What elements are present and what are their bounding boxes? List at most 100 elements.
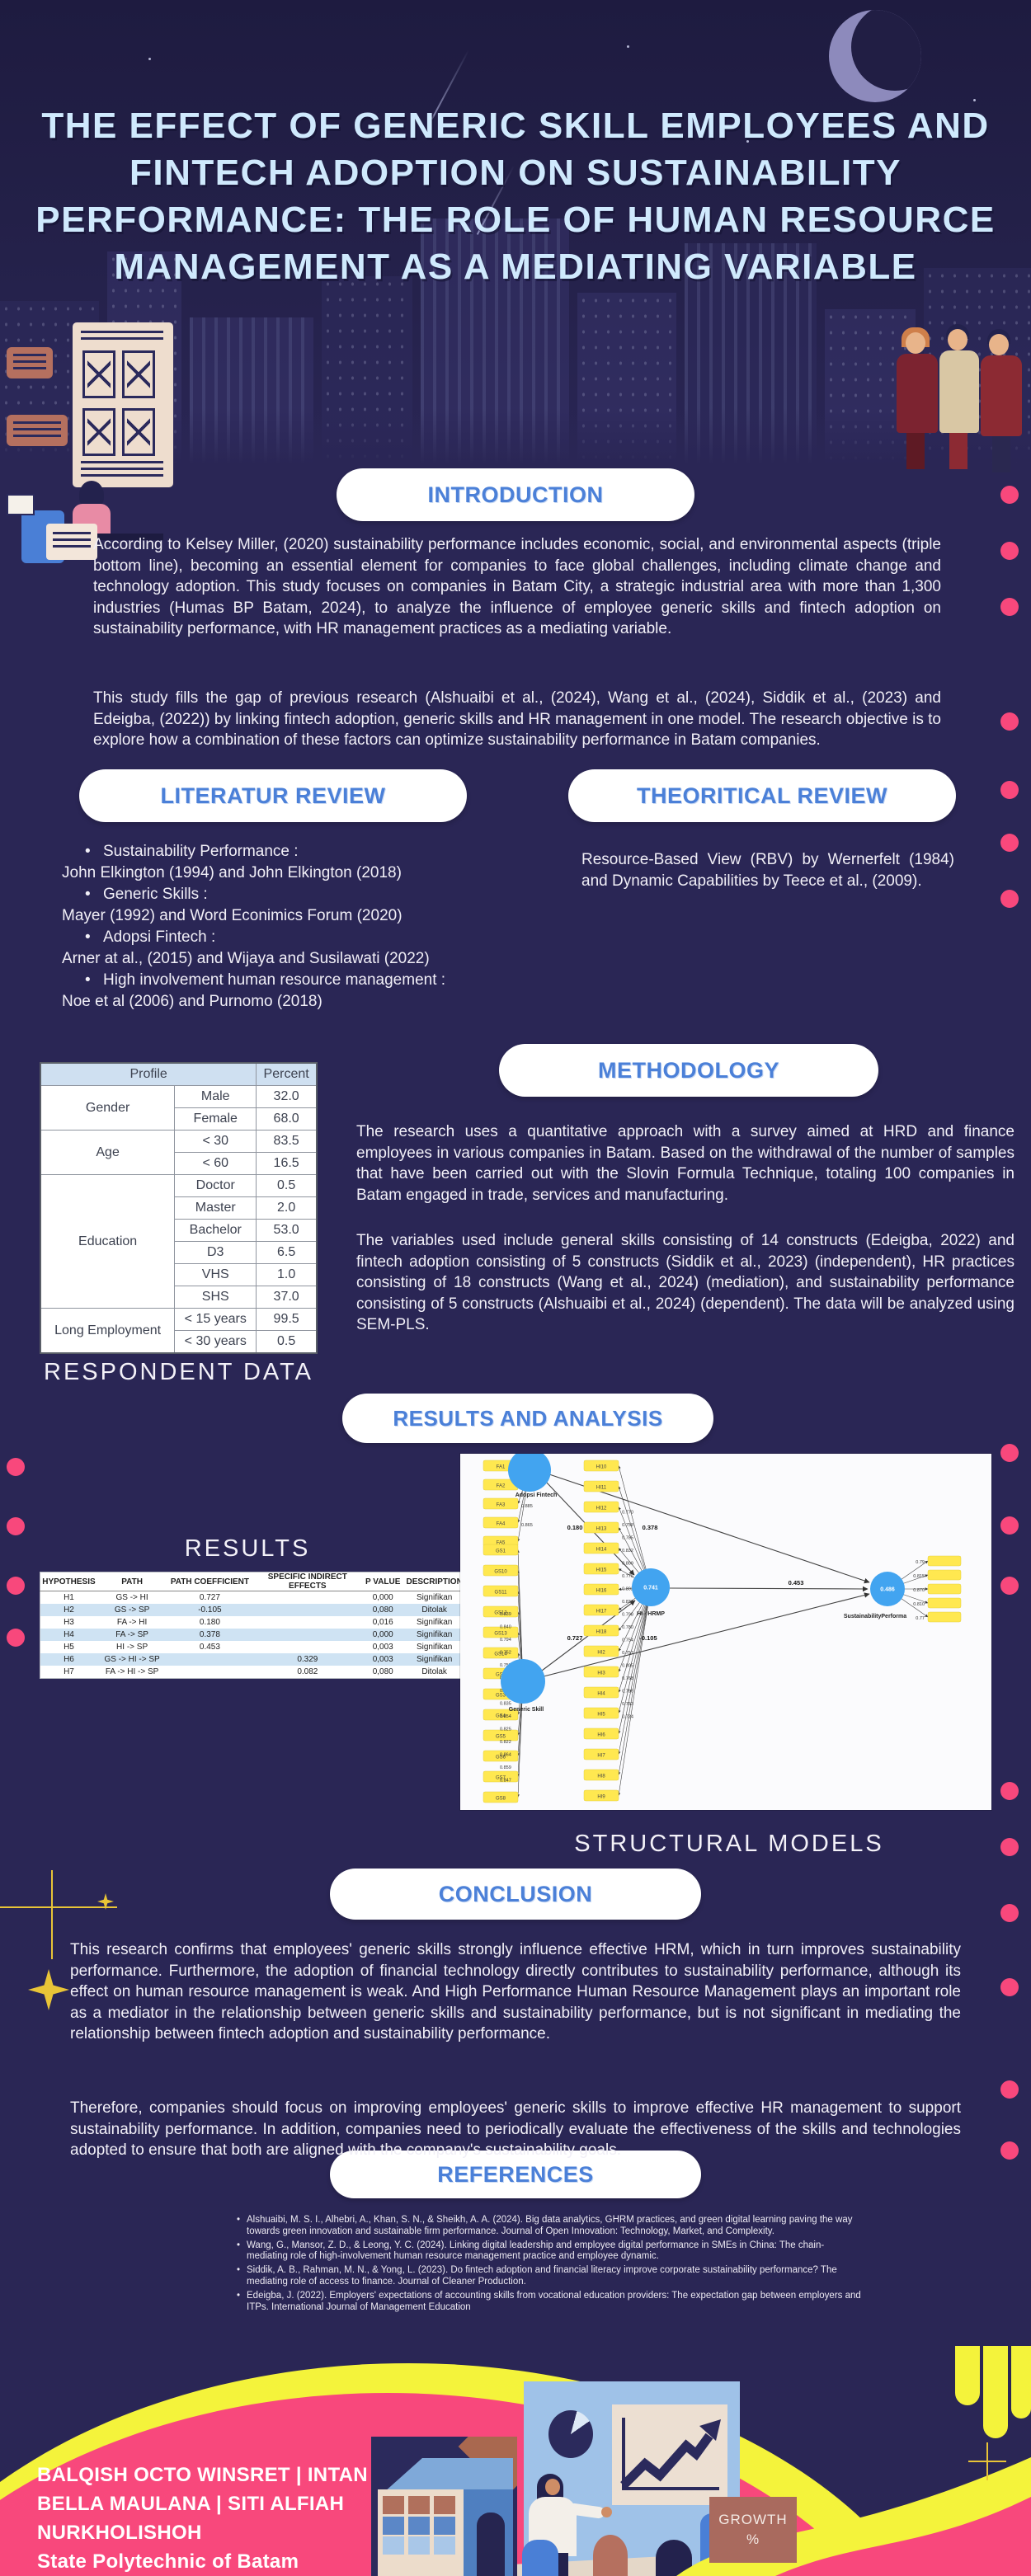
- poster-title: THE EFFECT OF GENERIC SKILL EMPLOYEES AN…: [33, 102, 998, 290]
- title-line: FINTECH ADOPTION ON SUSTAINABILITY: [129, 153, 902, 193]
- yellow-drip-icon: [955, 2346, 980, 2405]
- yellow-drip-icon: [1011, 2346, 1031, 2419]
- person-legs: [992, 436, 1010, 472]
- indicator-label: GS5: [496, 1735, 506, 1740]
- respondent-data-caption: RESPONDENT DATA: [44, 1359, 313, 1385]
- column-header: SPECIFIC INDIRECT EFFECTS: [252, 1572, 363, 1591]
- indicator-label: HI12: [596, 1507, 607, 1511]
- loading-value: 0.835: [500, 1702, 511, 1707]
- literature-item-term: •Generic Skills :: [62, 884, 511, 905]
- pink-dot-icon: [1000, 486, 1019, 504]
- latent-sp-value: 0.486: [880, 1587, 895, 1593]
- table-cell: 99.5: [256, 1308, 318, 1331]
- indicator-label: HI14: [596, 1548, 607, 1553]
- pink-wave: [775, 2497, 1031, 2576]
- author-line: NURKHOLISHOH: [37, 2522, 202, 2544]
- growth-chart-svg: [620, 2418, 721, 2490]
- title-line: MANAGEMENT AS A MEDIATING VARIABLE: [114, 247, 917, 287]
- table-cell: 0.180: [199, 1618, 220, 1627]
- person-silhouette: [477, 2513, 505, 2576]
- pink-dot-icon: [7, 1458, 25, 1476]
- table-cell: 37.0: [256, 1286, 318, 1309]
- indicator-box: [483, 1626, 519, 1638]
- footer-authors: BALQISH OCTO WINSRET | INTAN BELLA MAULA…: [37, 2461, 400, 2576]
- indicator-label: HI9: [597, 1795, 605, 1800]
- table-cell: Signifikan: [403, 1653, 466, 1666]
- table-cell: H7: [64, 1667, 74, 1676]
- board-card: [122, 350, 155, 398]
- table-cell: H4: [40, 1629, 97, 1641]
- table-cell: H5: [64, 1643, 74, 1652]
- indicator-label: GS6: [496, 1756, 506, 1760]
- results-table: HYPOTHESIS PATH PATH COEFFICIENT SPECIFI…: [40, 1572, 466, 1679]
- model-path-line: [618, 1586, 652, 1713]
- table-cell: 32.0: [256, 1085, 318, 1108]
- table-cell: Female: [174, 1107, 257, 1131]
- indicator-box: [583, 1480, 619, 1492]
- loading-value: 0.854: [500, 1714, 511, 1719]
- table-cell: -0.105: [167, 1604, 253, 1616]
- person-head: [906, 332, 925, 354]
- table-cell: [253, 1591, 363, 1605]
- table-cell: D3: [174, 1241, 257, 1264]
- pink-dot-icon: [1000, 1782, 1019, 1800]
- table-cell: Signifikan: [403, 1629, 466, 1641]
- latent-fintech: [508, 1449, 551, 1492]
- table-cell: [253, 1616, 363, 1629]
- indicator-label: GS13: [494, 1632, 507, 1637]
- board-card: [82, 350, 115, 398]
- table-cell: HI -> SP: [116, 1643, 148, 1652]
- pink-dot-icon: [7, 1629, 25, 1647]
- indicator-box: [927, 1583, 962, 1595]
- column-header: Profile: [40, 1062, 257, 1086]
- pink-dot-icon: [1000, 1838, 1019, 1856]
- methodology-paragraph-2: The variables used include general skill…: [356, 1232, 1015, 1333]
- pink-dot-icon: [7, 1577, 25, 1595]
- title-line: THE EFFECT OF GENERIC SKILL EMPLOYEES AN…: [41, 106, 990, 146]
- table-cell: Doctor: [174, 1174, 257, 1197]
- indicator-box: [483, 1709, 519, 1721]
- loading-value: 0.822: [500, 1740, 511, 1745]
- pink-dot-icon: [1000, 598, 1019, 616]
- results-heading: RESULTS AND ANALYSIS: [342, 1394, 713, 1443]
- model-path-line: [669, 1586, 869, 1592]
- person-body: [981, 355, 1022, 436]
- audience-figure: [522, 2540, 558, 2576]
- indicator-label: GS2: [496, 1673, 506, 1678]
- loading-value: 0.770: [622, 1511, 633, 1516]
- indicator-label: HI10: [596, 1465, 607, 1470]
- illustration-presentation: [517, 2381, 746, 2576]
- indicator-label: GS1: [496, 1549, 506, 1554]
- model-path-line: [618, 1465, 652, 1588]
- loading-value: 0.865: [521, 1523, 533, 1528]
- pink-dot-icon: [1000, 2080, 1019, 2099]
- loading-value: 0.805: [622, 1664, 633, 1669]
- table-cell: [167, 1666, 252, 1679]
- pink-dot-icon: [1000, 781, 1019, 799]
- table-cell: 0,016: [372, 1618, 393, 1627]
- table-cell: 53.0: [256, 1219, 318, 1242]
- indicator-box: [583, 1563, 619, 1575]
- indicator-box: [483, 1497, 519, 1510]
- model-label: 0.727: [567, 1634, 583, 1642]
- model-label: 0.378: [643, 1524, 658, 1531]
- panel-lines: [13, 354, 46, 372]
- introduction-paragraph-1: According to Kelsey Miller, (2020) susta…: [93, 536, 941, 637]
- indicator-label: GS11: [495, 1591, 508, 1596]
- author-line: BELLA MAULANA | SITI ALFIAH: [37, 2493, 345, 2515]
- conclusion-paragraph-1: This research confirms that employees' g…: [70, 1941, 961, 2042]
- board-lines: [81, 461, 163, 479]
- bullet-icon: •: [85, 843, 91, 860]
- table-cell: Signifikan: [416, 1618, 453, 1627]
- loading-value: 0.847: [500, 1779, 511, 1784]
- person-body: [897, 354, 938, 433]
- loading-value: 0.79: [916, 1560, 925, 1565]
- table-cell: < 60: [174, 1152, 257, 1175]
- table-cell: [252, 1604, 363, 1616]
